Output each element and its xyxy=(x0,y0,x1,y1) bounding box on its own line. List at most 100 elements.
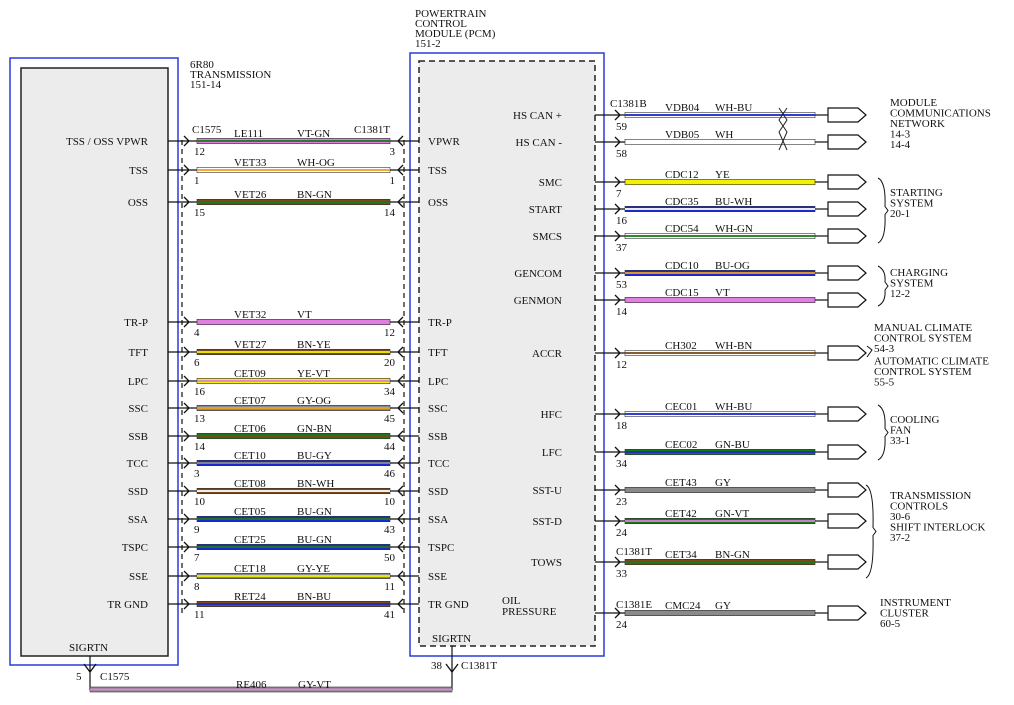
left-circuit-5-tcm-signal: LPC xyxy=(128,376,148,388)
oil-label-line2: PRESSURE xyxy=(502,606,557,618)
right-circuit-4-signal: SMCS xyxy=(533,231,562,243)
left-circuit-11-tcm-signal: TSPC xyxy=(122,542,148,554)
left-circuit-0-pcm-signal: VPWR xyxy=(428,136,460,148)
right-circuit-3-signal: START xyxy=(529,204,563,216)
right-circuit-0-pin: 59 xyxy=(616,121,628,133)
pcm-outline xyxy=(409,52,605,657)
left-circuit-12-tcm-connector-icon xyxy=(183,570,190,582)
destination-0-line-4: 14-4 xyxy=(890,139,911,151)
left-circuit-10-circuit: CET05 xyxy=(234,506,266,518)
left-circuit-6-circuit: CET07 xyxy=(234,395,266,407)
right-circuit-0-connector-icon xyxy=(614,109,621,121)
right-circuit-13-destination-connector-icon xyxy=(827,605,867,621)
left-circuit-3-pin-pcm: 12 xyxy=(384,327,395,339)
left-circuit-9-pcm-connector-icon xyxy=(397,485,404,497)
left-circuit-11-pcm-connector-icon xyxy=(397,541,404,553)
destination-3-line-0: MANUAL CLIMATE xyxy=(874,322,973,334)
right-circuit-9-connector-icon xyxy=(614,446,621,458)
transmission-module-box xyxy=(20,67,169,657)
left-circuit-11-wire-stripe xyxy=(197,546,390,548)
right-circuit-7-color: WH-BN xyxy=(715,340,752,352)
left-circuit-3-pin-tcm: 4 xyxy=(194,327,200,339)
left-circuit-13-pin-tcm: 11 xyxy=(194,609,205,621)
destination-5-line-1: CONTROLS xyxy=(890,501,948,513)
pcm-title-line4: 151-2 xyxy=(415,38,441,50)
left-circuit-10-pcm-connector-icon xyxy=(397,513,404,525)
left-circuit-0-pin-pcm: 3 xyxy=(390,146,396,158)
right-circuit-3-connector-icon xyxy=(614,203,621,215)
right-circuit-1-circuit: VDB05 xyxy=(665,129,700,141)
right-circuit-6-connector-icon xyxy=(614,294,621,306)
connector-c1381t-label: C1381T xyxy=(354,124,390,136)
sigrtn-pin-right: 38 xyxy=(431,660,443,672)
sigrtn-connector-right: C1381T xyxy=(461,660,497,672)
right-circuit-11-color: GN-VT xyxy=(715,508,749,520)
left-circuit-2-circuit: VET26 xyxy=(234,189,267,201)
right-circuit-6-pin: 14 xyxy=(616,306,628,318)
left-circuit-3-pcm-signal: TR-P xyxy=(428,317,452,329)
destination-4-line-2: 33-1 xyxy=(890,435,910,447)
left-circuit-1-pcm-signal: TSS xyxy=(428,165,447,177)
right-circuit-2-pin: 7 xyxy=(616,188,622,200)
sigrtn-connector-right-icon xyxy=(445,663,459,674)
right-circuit-0-signal: HS CAN + xyxy=(513,110,562,122)
left-circuit-3-wire xyxy=(196,318,391,325)
right-circuit-9-wire-stripe xyxy=(625,451,815,453)
left-circuit-5-pin-pcm: 34 xyxy=(384,386,396,398)
left-circuit-13-circuit: RET24 xyxy=(234,591,266,603)
right-circuit-11-pin: 24 xyxy=(616,527,628,539)
left-circuit-8-pin-tcm: 3 xyxy=(194,468,200,480)
left-circuit-11-circuit: CET25 xyxy=(234,534,266,546)
left-circuit-7-color: GN-BN xyxy=(297,423,332,435)
left-circuit-13-pcm-connector-icon xyxy=(397,598,404,610)
left-circuit-1-color: WH-OG xyxy=(297,157,335,169)
destination-3-line-5: 55-5 xyxy=(874,377,895,389)
left-circuit-2-pin-tcm: 15 xyxy=(194,207,206,219)
destination-5-brace xyxy=(865,484,877,579)
left-circuit-11-tcm-connector-icon xyxy=(183,541,190,553)
right-circuit-0-wire-stripe xyxy=(625,114,815,116)
right-circuit-7-wire-stripe xyxy=(625,352,815,354)
destination-3-line-4: CONTROL SYSTEM xyxy=(874,366,972,378)
right-circuit-9-pin: 34 xyxy=(616,458,628,470)
destination-3-line-2: 54-3 xyxy=(874,343,895,355)
left-circuit-2-pcm-connector-icon xyxy=(397,196,404,208)
destination-6-line-0: INSTRUMENT xyxy=(880,597,951,609)
left-circuit-11-pin-pcm: 50 xyxy=(384,552,396,564)
destination-6-line-2: 60-5 xyxy=(880,618,901,630)
left-circuit-7-tcm-connector-icon xyxy=(183,430,190,442)
left-circuit-6-pcm-signal: SSC xyxy=(428,403,448,415)
pcm-sigrtn-label: SIGRTN xyxy=(432,633,471,645)
left-circuit-4-pin-tcm: 6 xyxy=(194,357,200,369)
oil-label-line1: OIL xyxy=(502,595,521,607)
right-circuit-7-signal: ACCR xyxy=(532,348,563,360)
destination-4-line-0: COOLING xyxy=(890,414,940,426)
right-circuit-5-color: BU-OG xyxy=(715,260,750,272)
left-circuit-6-wire-stripe xyxy=(197,407,390,409)
left-circuit-4-circuit: VET27 xyxy=(234,339,267,351)
right-circuit-9-color: GN-BU xyxy=(715,439,750,451)
left-circuit-0-pcm-connector-icon xyxy=(397,135,404,147)
connector-c1575-label: C1575 xyxy=(192,124,222,136)
left-circuit-12-wire-stripe xyxy=(197,575,390,577)
destination-0-line-1: COMMUNICATIONS xyxy=(890,108,991,120)
transmission-title-line2: TRANSMISSION xyxy=(190,69,271,81)
destination-1-line-0: STARTING xyxy=(890,187,943,199)
right-circuit-13-circuit: CMC24 xyxy=(665,600,701,612)
right-circuit-12-wire-stripe xyxy=(625,561,815,563)
left-circuit-9-color: BN-WH xyxy=(297,478,334,490)
destination-2-line-2: 12-2 xyxy=(890,288,910,300)
right-circuit-8-circuit: CEC01 xyxy=(665,401,697,413)
right-circuit-6-color: VT xyxy=(715,287,730,299)
right-circuit-8-signal: HFC xyxy=(541,409,562,421)
left-circuit-5-pcm-signal: LPC xyxy=(428,376,448,388)
right-circuit-5-connector-icon xyxy=(614,267,621,279)
left-circuit-9-wire-stripe xyxy=(197,490,390,492)
right-circuit-7-circuit: CH302 xyxy=(665,340,697,352)
left-circuit-12-circuit: CET18 xyxy=(234,563,266,575)
left-circuit-5-pin-tcm: 16 xyxy=(194,386,206,398)
left-circuit-8-tcm-connector-icon xyxy=(183,457,190,469)
destination-1-brace xyxy=(877,177,889,244)
destination-5-line-4: 37-2 xyxy=(890,532,910,544)
